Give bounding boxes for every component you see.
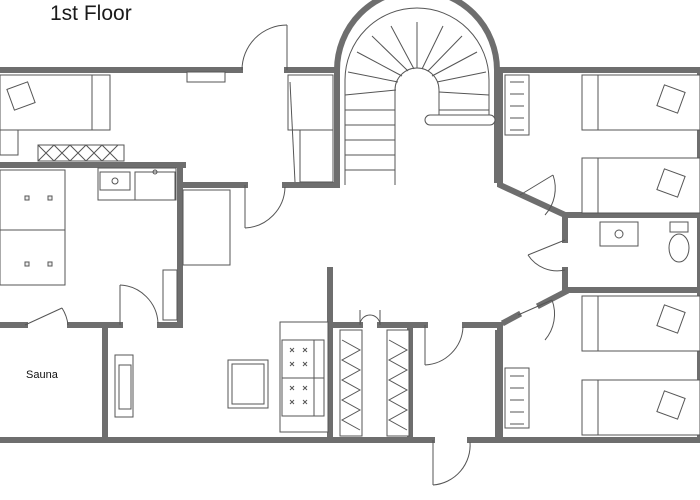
furniture-living-area	[114, 321, 410, 437]
room-label-sauna: Sauna	[26, 369, 58, 381]
furniture-right-rooms	[504, 74, 700, 436]
spiral-staircase	[344, 7, 496, 185]
furniture-left-middle-room	[0, 167, 231, 321]
floor-title: 1st Floor	[50, 2, 132, 25]
walls	[0, 0, 700, 443]
doors	[24, 24, 566, 486]
furniture-top-left-room	[0, 71, 334, 183]
sofa-buttons	[289, 347, 308, 405]
